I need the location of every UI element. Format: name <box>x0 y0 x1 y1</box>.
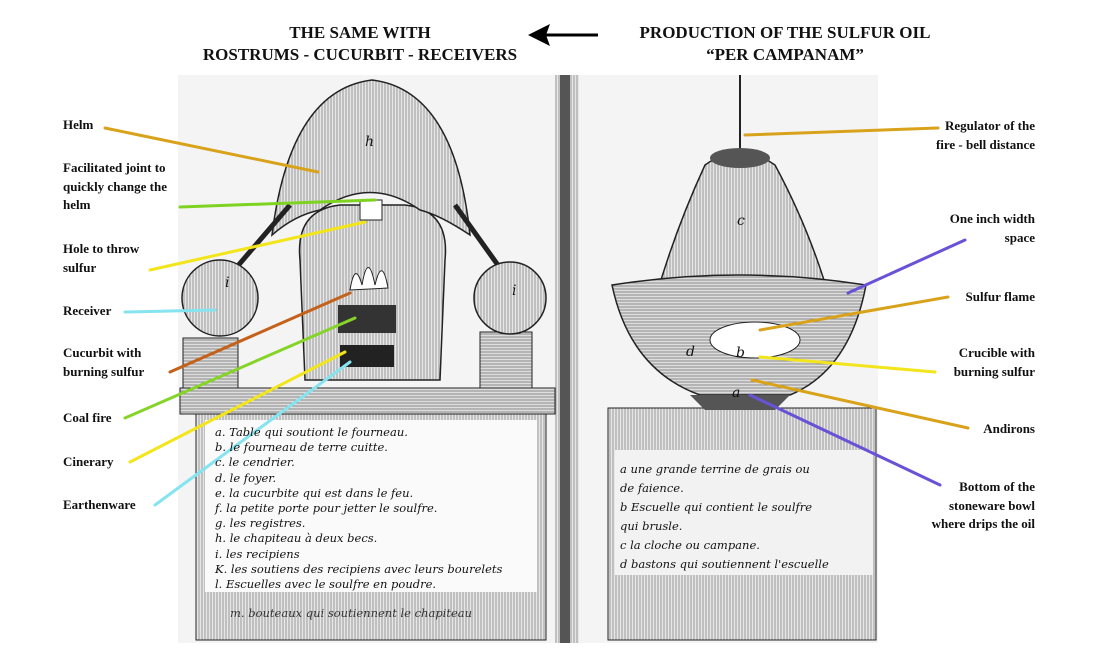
label-coal-fire: Coal fire <box>63 410 112 425</box>
legend-left-line: b. le fourneau de terre cuitte. <box>215 440 388 455</box>
crucible <box>709 321 801 359</box>
leader-flame <box>758 295 950 332</box>
label-andirons: Andirons <box>983 421 1035 436</box>
coal-fire-door <box>338 305 396 333</box>
leader-cinerary <box>128 350 347 464</box>
label-hole: Hole to throw sulfur <box>63 241 140 275</box>
receiver-right <box>473 261 547 335</box>
label-width-space: One inch width space <box>949 211 1035 245</box>
title-right-line2: “PER CAMPANAM” <box>706 45 864 64</box>
legend-left-line: K. les soutiens des recipiens avec leurs… <box>215 561 503 576</box>
legend-right-line: qui brusle. <box>620 519 683 533</box>
legend-left: a. Table qui soutiont le fourneau. b. le… <box>215 425 502 592</box>
label-regulator: Regulator of the fire - bell distance <box>935 118 1035 152</box>
leader-hole <box>148 220 367 272</box>
title-left-line2: ROSTRUMS - CUCURBIT - RECEIVERS <box>202 45 518 64</box>
leader-cucurbit <box>168 291 352 374</box>
legend-right-line: b Escuelle qui contient le soulfre <box>620 500 813 514</box>
legend-left-line: d. le foyer. <box>215 470 277 485</box>
label-helm: Helm <box>63 117 94 132</box>
legend-left-footer: m. bouteaux qui soutiennent le chapiteau <box>230 606 473 620</box>
legend-left-line: h. le chapiteau à deux becs. <box>215 531 378 546</box>
title-left: THE SAME WITH ROSTRUMS - CUCURBIT - RECE… <box>170 22 550 66</box>
label-receiver: Receiver <box>63 303 112 318</box>
label-facilitated-joint: Facilitated joint to quickly change the … <box>63 160 168 212</box>
cinerary-door <box>340 345 394 367</box>
bell-knot <box>710 148 770 168</box>
receiver-stand-right <box>479 331 533 389</box>
letter-h: h <box>365 134 374 150</box>
flame <box>349 267 389 291</box>
legend-right-line: de faience. <box>620 481 684 495</box>
leader-crucible <box>758 355 937 374</box>
letter-a: a <box>732 385 740 401</box>
leader-space <box>846 238 967 295</box>
legend-right-line: a une grande terrine de grais ou <box>620 462 810 476</box>
leader-lines <box>103 126 970 507</box>
leader-helm <box>103 126 320 174</box>
label-cinerary: Cinerary <box>63 454 114 469</box>
leader-andirons <box>750 378 970 430</box>
letter-i-left: i <box>225 275 229 291</box>
legend-left-line: a. Table qui soutiont le fourneau. <box>215 425 408 439</box>
title-right-line1: PRODUCTION OF THE SULFUR OIL <box>639 23 931 42</box>
legend-left-line: i. les recipiens <box>215 546 300 561</box>
letter-b: b <box>736 345 745 361</box>
legend-right-line: c la cloche ou campane. <box>620 538 760 552</box>
letter-d: d <box>686 344 695 360</box>
legend-left-line: l. Escuelles avec le soulfre en poudre. <box>215 577 437 592</box>
legend-left-line: g. les registres. <box>215 516 306 531</box>
leader-coal-fire <box>123 316 357 420</box>
leader-receiver <box>123 308 217 314</box>
letter-i-right: i <box>512 283 516 299</box>
leader-regulator <box>743 126 940 137</box>
legend-panel-right <box>615 450 873 575</box>
title-right: PRODUCTION OF THE SULFUR OIL “PER CAMPAN… <box>605 22 965 66</box>
legend-right: a une grande terrine de grais ou de faie… <box>620 460 829 574</box>
rostrum-right <box>452 203 508 277</box>
receiver-left <box>181 259 259 337</box>
leader-joint <box>178 198 377 209</box>
bowl-foot <box>690 395 790 410</box>
table-top <box>179 387 556 415</box>
arrow-left-icon <box>528 24 598 46</box>
label-earthenware: Earthenware <box>63 497 136 512</box>
legend-panel-left <box>205 420 537 592</box>
label-crucible: Crucible with burning sulfur <box>953 345 1035 379</box>
legend-left-line: c. le cendrier. <box>215 455 295 470</box>
joint <box>359 199 383 221</box>
label-sulfur-flame: Sulfur flame <box>965 289 1035 304</box>
legend-left-line: e. la cucurbite qui est dans le feu. <box>215 485 414 500</box>
helm <box>271 79 471 237</box>
title-left-line1: THE SAME WITH <box>289 23 431 42</box>
letter-c: c <box>737 213 745 229</box>
legend-left-line: f. la petite porte pour jetter le soulfr… <box>215 501 438 516</box>
label-bowl-bottom: Bottom of the stoneware bowl where drips… <box>931 479 1035 531</box>
leader-earthenware <box>153 360 352 507</box>
divider-post-shade <box>560 75 570 643</box>
label-cucurbit: Cucurbit with burning sulfur <box>63 345 145 379</box>
leader-bottom <box>748 393 942 487</box>
furnace <box>298 204 447 381</box>
legend-right-line: d bastons qui soutiennent l'escuelle <box>620 557 829 571</box>
rostrum-left <box>228 203 292 277</box>
